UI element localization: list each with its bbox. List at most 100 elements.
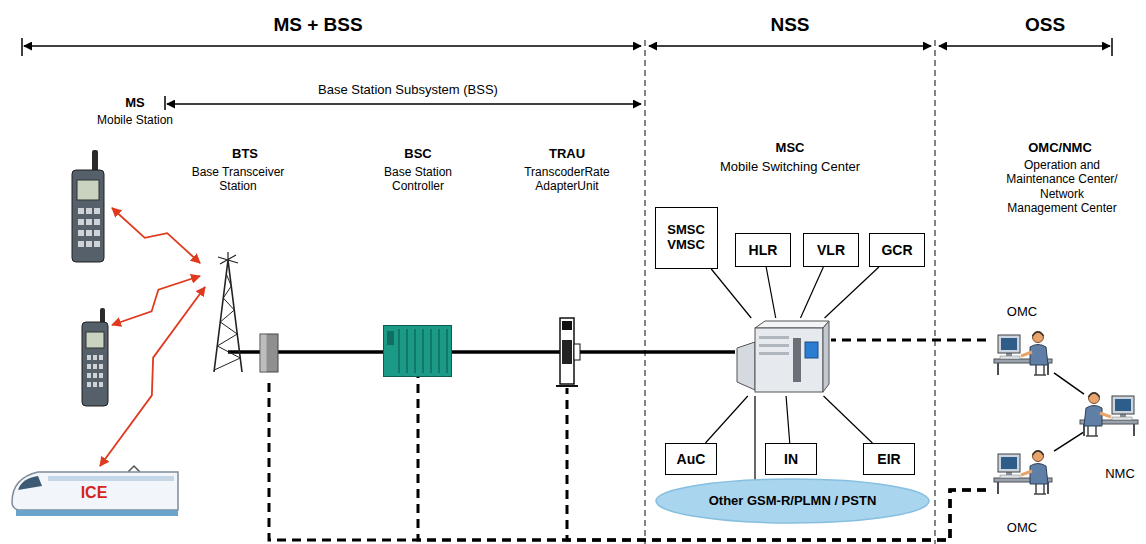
msc-link <box>711 269 751 318</box>
section-title: MS + BSS <box>238 14 398 37</box>
keyboard <box>1000 475 1020 478</box>
bts-cabinet <box>260 334 278 372</box>
bts-cabinet-side <box>261 335 267 372</box>
monitor-screen <box>1001 457 1017 469</box>
section-bracket <box>939 45 1110 47</box>
subsystem-label: Base Station Subsystem (BSS) <box>288 82 528 98</box>
phone-screen <box>77 180 99 200</box>
msc-cabinet <box>755 328 823 392</box>
element-heading: TRAU <box>527 146 607 162</box>
chair <box>1034 365 1046 375</box>
chair <box>1086 426 1098 436</box>
register-box: HLR <box>735 233 791 267</box>
bts-node: BTSBase Transceiver Station <box>205 252 285 378</box>
msc-side <box>823 321 829 392</box>
phone-screen <box>86 332 104 348</box>
workstation-node: OMC <box>992 325 1054 377</box>
headset <box>1033 451 1044 455</box>
tower-antenna <box>218 252 238 264</box>
register-box: EIR <box>863 443 915 475</box>
radio-arrow <box>112 208 200 263</box>
monitor <box>1112 396 1134 414</box>
node-label: EIR <box>877 451 900 467</box>
bsc-icon <box>383 325 452 377</box>
node-label: Other GSM-R/PLMN / PSTN <box>709 494 877 509</box>
chair <box>1034 484 1046 494</box>
node-label: HLR <box>749 242 778 258</box>
bts-icon <box>205 252 285 378</box>
bsc-node: BSCBase Station Controller <box>383 325 452 377</box>
bsc-grooves <box>399 329 447 373</box>
bsc-panel <box>387 331 394 345</box>
ws-icon <box>992 325 1054 377</box>
backbone-link <box>584 350 735 354</box>
operator-body <box>1084 406 1102 427</box>
element-description: TranscoderRate AdapterUnit <box>517 165 617 194</box>
monitor-screen <box>1115 399 1131 411</box>
section-title: NSS <box>750 14 830 37</box>
msc-node: MSCMobile Switching Center <box>735 318 831 396</box>
msc-link <box>786 396 790 443</box>
oam-link <box>418 377 992 540</box>
phone-keypad <box>87 355 103 387</box>
radio-arrow <box>112 276 200 325</box>
register-box: VLR <box>803 233 859 267</box>
headset <box>1033 332 1044 336</box>
monitor <box>998 335 1020 353</box>
trau-base <box>556 385 578 387</box>
monitor-screen <box>1001 338 1017 350</box>
msc-link <box>766 267 776 318</box>
bracket-tick <box>1111 38 1113 56</box>
register-box: GCR <box>869 233 925 267</box>
operator-arm <box>1021 471 1032 475</box>
msc-wing <box>737 342 755 390</box>
workstation-node: OMC <box>992 444 1054 498</box>
tower-legs <box>214 260 242 372</box>
oam-link <box>831 339 992 342</box>
msc-panel <box>793 338 801 382</box>
mobile-phone <box>82 308 108 406</box>
element-heading: BSC <box>378 146 458 162</box>
bracket-tick <box>164 96 166 110</box>
element-description: Mobile Switching Center <box>695 159 885 175</box>
phone-body <box>82 322 108 406</box>
operator-arm <box>1100 413 1111 417</box>
section-separator <box>934 40 935 544</box>
msc-link <box>754 396 755 482</box>
node-label: SMSC VMSC <box>660 223 712 253</box>
phone-keypad <box>78 208 100 247</box>
keyboard <box>1112 417 1132 420</box>
backbone-link <box>285 350 383 354</box>
train-windscreen <box>18 476 42 490</box>
train-node: ICE <box>8 466 180 520</box>
keyboard <box>1000 356 1020 359</box>
radio-link <box>100 287 205 466</box>
msc-top <box>755 321 829 328</box>
network-cloud-shape <box>656 479 929 523</box>
omc-link <box>1054 373 1084 394</box>
train-windows <box>48 476 174 481</box>
operator-head <box>1033 451 1044 462</box>
msc-slot <box>759 336 789 339</box>
msc-screen <box>805 342 818 358</box>
omc-link <box>1054 432 1084 451</box>
tower-bracing <box>214 274 240 370</box>
trau-part <box>562 340 572 364</box>
element-description: Base Station Controller <box>368 165 468 194</box>
headset <box>1089 393 1100 397</box>
element-heading: NMC <box>1100 466 1140 482</box>
column-heading: OMC/NMC <box>1005 140 1115 156</box>
column-subtitle: Operation and Maintenance Center/ Networ… <box>1004 158 1120 216</box>
element-heading: OMC <box>997 304 1047 320</box>
msc-link <box>800 267 823 318</box>
pantograph <box>128 466 140 472</box>
column-subtitle: Mobile Station <box>85 113 185 127</box>
register-box: AuC <box>665 443 717 475</box>
operator-body <box>1030 464 1048 485</box>
operator-arm <box>1021 352 1032 356</box>
msc-icon <box>735 318 831 396</box>
mobile-phone <box>72 150 104 262</box>
workstation-figure <box>1080 393 1138 437</box>
